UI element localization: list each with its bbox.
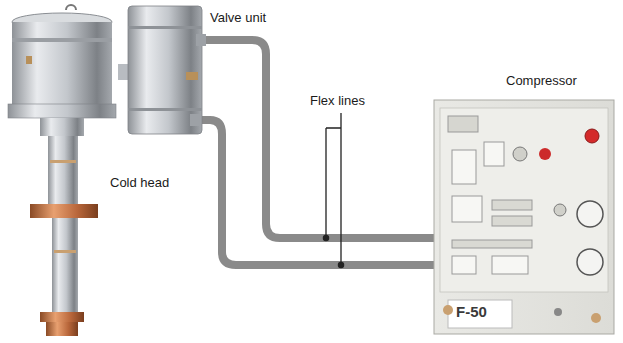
cold-head-part bbox=[26, 56, 32, 64]
part-label: Flex lines bbox=[310, 94, 365, 109]
part-label: Cold head bbox=[110, 176, 169, 191]
flex-line-hoses-part bbox=[198, 120, 434, 265]
valve-unit-part bbox=[196, 34, 206, 46]
flex-lines-bracket-part bbox=[338, 262, 343, 267]
compressor-unit-part bbox=[585, 129, 599, 143]
valve-unit bbox=[128, 6, 206, 134]
cold-head-part bbox=[40, 118, 84, 136]
cold-head-part bbox=[8, 104, 116, 118]
compressor-unit-part bbox=[452, 150, 476, 184]
valve-unit-part bbox=[186, 72, 198, 80]
compressor-unit-part bbox=[492, 256, 528, 274]
compressor-unit-part bbox=[448, 300, 512, 328]
compressor-unit-part bbox=[440, 108, 608, 292]
compressor-unit-part bbox=[448, 116, 478, 132]
valve-unit-part bbox=[190, 114, 200, 126]
cold-head-part bbox=[118, 64, 128, 80]
model-plate: F-50 bbox=[456, 303, 487, 320]
compressor-unit-part bbox=[443, 305, 453, 315]
compressor-unit-part bbox=[484, 142, 504, 166]
compressor-unit-part bbox=[492, 216, 532, 226]
compressor-unit-part bbox=[554, 204, 566, 216]
compressor-unit-part bbox=[554, 308, 562, 316]
flex-line-hoses bbox=[198, 40, 434, 265]
flex-line-hoses-part bbox=[204, 40, 434, 238]
compressor-unit-part bbox=[452, 240, 532, 248]
compressor-unit-part bbox=[591, 313, 601, 323]
compressor-unit-part bbox=[539, 148, 551, 160]
part-label: Valve unit bbox=[210, 11, 266, 26]
valve-unit-part bbox=[128, 26, 202, 29]
valve-unit-part bbox=[128, 6, 202, 134]
cold-head-part bbox=[40, 312, 84, 322]
compressor-unit-part bbox=[434, 100, 614, 334]
cold-head-part bbox=[52, 218, 78, 314]
flex-lines-bracket-part bbox=[323, 235, 328, 240]
compressor-unit-part bbox=[452, 256, 476, 274]
cold-head-part bbox=[30, 204, 98, 218]
compressor-unit-part bbox=[577, 249, 603, 275]
valve-unit-part bbox=[128, 108, 202, 111]
compressor-unit-part bbox=[577, 201, 603, 227]
cold-head-part bbox=[50, 160, 76, 163]
compressor-unit-part bbox=[492, 200, 532, 210]
compressor-unit-part bbox=[513, 147, 527, 161]
flex-lines-bracket-part bbox=[326, 113, 341, 265]
cold-head-part bbox=[54, 250, 76, 253]
cold-head-part bbox=[48, 136, 78, 206]
compressor-unit bbox=[434, 100, 614, 334]
part-label: Compressor bbox=[506, 74, 577, 89]
cold-head-part bbox=[12, 22, 112, 106]
cold-head-part bbox=[46, 322, 78, 336]
compressor-unit-part bbox=[452, 196, 482, 222]
flex-lines-bracket bbox=[323, 113, 343, 268]
cold-head-part bbox=[66, 5, 76, 10]
cold-head-part bbox=[12, 38, 112, 42]
cold-head bbox=[8, 5, 128, 336]
